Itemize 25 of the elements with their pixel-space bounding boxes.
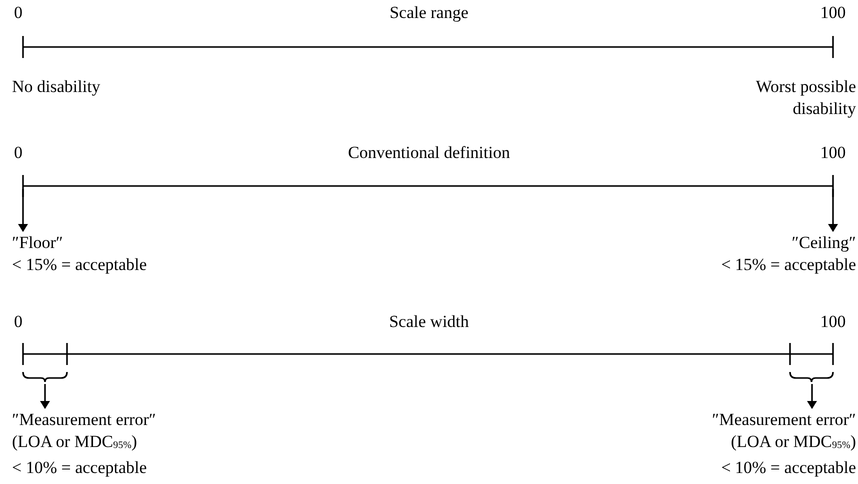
- annotation-heading: ″Ceiling″: [790, 232, 856, 254]
- scale-value: 100: [820, 2, 846, 24]
- annotation-text: < 15% = acceptable: [721, 254, 856, 276]
- annotation-text: (LOA or MDC$_{95%}$): [12, 431, 138, 453]
- scale-title: Conventional definition: [348, 142, 510, 164]
- arrow: [40, 384, 50, 409]
- annotation-heading: ″Measurement error″: [712, 409, 856, 431]
- scale-value: 100: [820, 311, 846, 333]
- annotation-heading: ″Floor″: [12, 232, 64, 254]
- scale-value: 100: [820, 142, 846, 164]
- arrow: [828, 189, 838, 232]
- scale-value: 0: [14, 2, 22, 24]
- annotation-heading: ″Measurement error″: [12, 409, 156, 431]
- arrow: [807, 384, 817, 409]
- scale-value: 0: [14, 142, 22, 164]
- arrow: [18, 189, 28, 232]
- annotation-text: < 10% = acceptable: [720, 457, 856, 479]
- scale-end-label: No disability: [12, 76, 100, 98]
- scale-value: 0: [14, 311, 22, 333]
- annotation-text: < 15% = acceptable: [12, 254, 147, 276]
- scale-end-label: Worst possible disability: [754, 76, 856, 120]
- annotation-text: < 10% = acceptable: [12, 457, 148, 479]
- scale-title: Scale range: [390, 2, 468, 24]
- annotation-text: (LOA or MDC$_{95%}$): [730, 431, 856, 453]
- scale-title: Scale width: [389, 311, 469, 333]
